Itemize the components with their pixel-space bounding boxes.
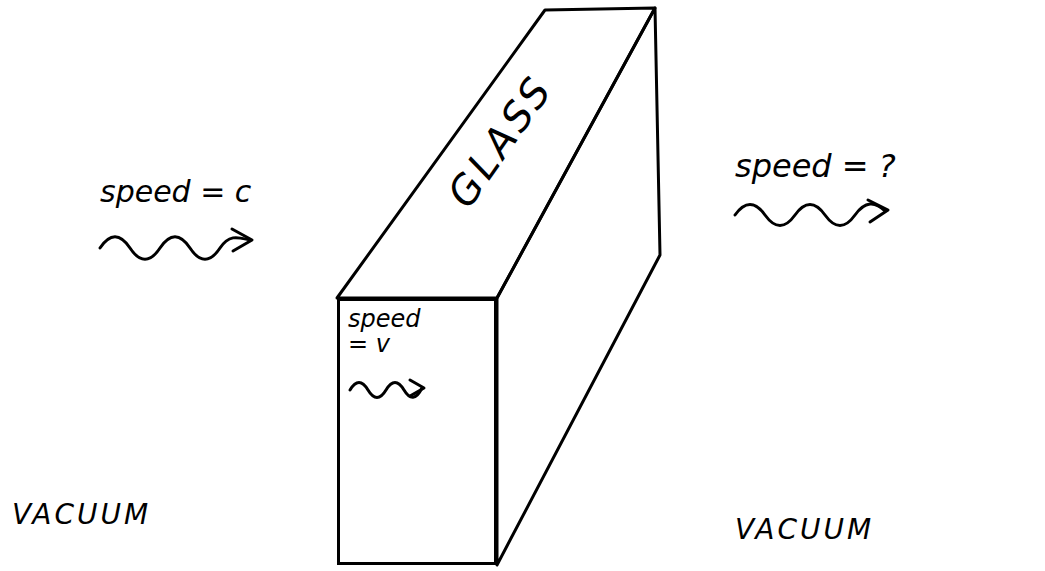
glass-block: GLASS speed = v (330, 0, 670, 571)
block-title: GLASS (440, 68, 560, 215)
block-outline (330, 0, 670, 571)
medium-label: VACUUM (12, 500, 151, 529)
arrow-head (232, 229, 252, 251)
outgoing-wave (735, 204, 885, 226)
speed-label: speed = ? (735, 150, 896, 184)
speed-label: speed = v (348, 307, 428, 357)
arrow-head (410, 380, 424, 396)
glass-wave (350, 383, 422, 398)
incident-wave (100, 237, 250, 260)
medium-label: VACUUM (735, 515, 874, 544)
arrow-head (868, 200, 888, 222)
top-face (337, 8, 655, 298)
speed-label: speed = c (100, 176, 251, 208)
front-face: speed = v (337, 298, 497, 565)
